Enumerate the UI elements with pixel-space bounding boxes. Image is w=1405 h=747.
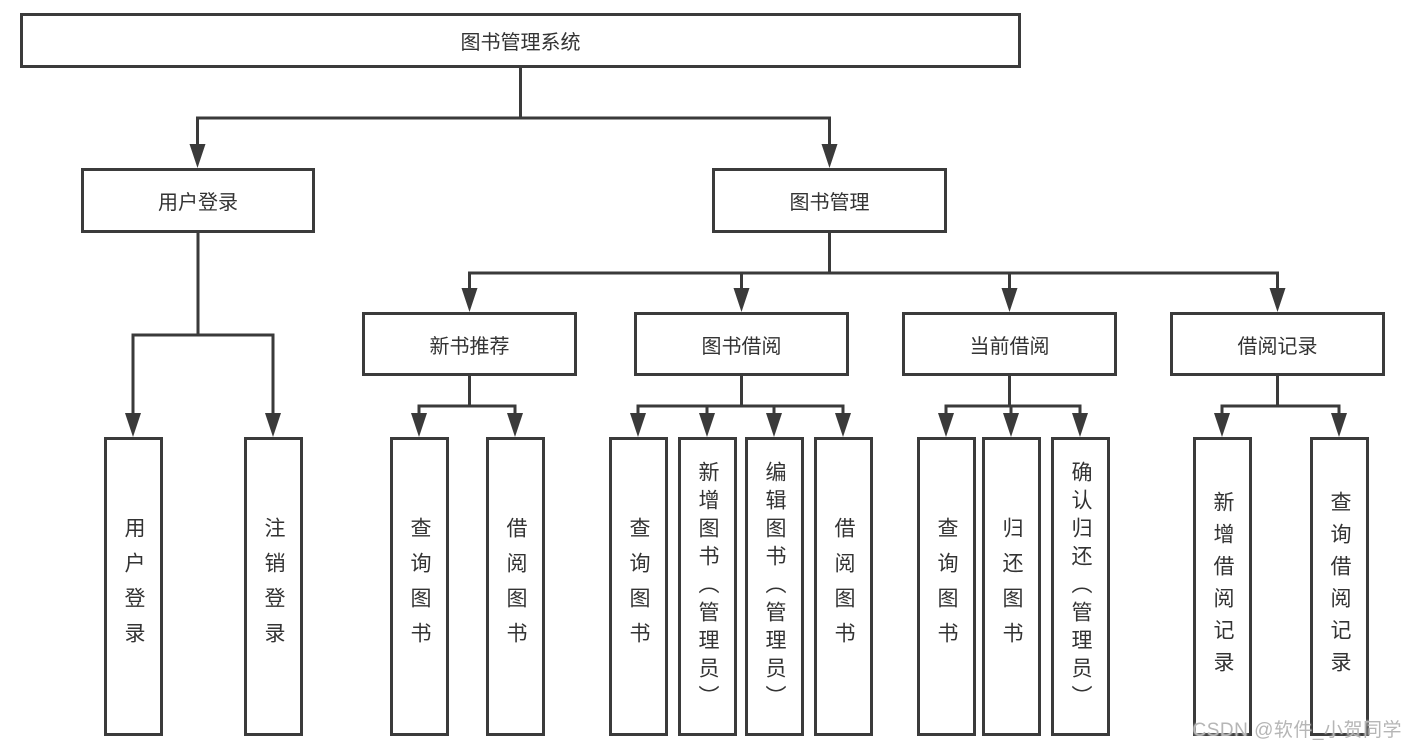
arrowheads bbox=[125, 144, 1347, 437]
leaf-borrow-borrow-books: 借阅图书 bbox=[814, 437, 873, 736]
leaf-logout: 注销登录 bbox=[244, 437, 303, 736]
node-book-borrow: 图书借阅 bbox=[634, 312, 849, 376]
node-user-login: 用户登录 bbox=[81, 168, 315, 233]
node-book-management: 图书管理 bbox=[712, 168, 947, 233]
leaf-records-query-record: 查询借阅记录 bbox=[1310, 437, 1369, 736]
leaf-borrow-query-books: 查询图书 bbox=[609, 437, 668, 736]
watermark-csdn: CSDN @软件_小贺同学 bbox=[1192, 720, 1402, 741]
leaf-current-query-books: 查询图书 bbox=[917, 437, 976, 736]
leaf-current-return-books: 归还图书 bbox=[982, 437, 1041, 736]
leaf-user-login: 用户登录 bbox=[104, 437, 163, 736]
leaf-recommend-borrow-books: 借阅图书 bbox=[486, 437, 545, 736]
node-new-book-recommend: 新书推荐 bbox=[362, 312, 577, 376]
leaf-borrow-edit-books-admin: 编辑图书（管理员） bbox=[745, 437, 804, 736]
leaf-records-add-record: 新增借阅记录 bbox=[1193, 437, 1252, 736]
node-library-system: 图书管理系统 bbox=[20, 13, 1021, 68]
leaf-current-confirm-return-admin: 确认归还（管理员） bbox=[1051, 437, 1110, 736]
node-current-borrow: 当前借阅 bbox=[902, 312, 1117, 376]
leaf-recommend-query-books: 查询图书 bbox=[390, 437, 449, 736]
leaf-borrow-add-books-admin: 新增图书（管理员） bbox=[678, 437, 737, 736]
node-borrow-records: 借阅记录 bbox=[1170, 312, 1385, 376]
